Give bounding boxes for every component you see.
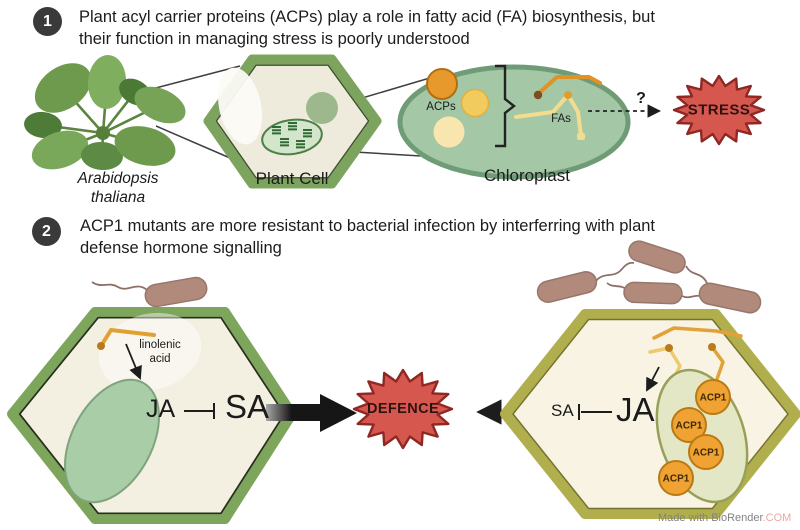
section-1-heading: Plant acyl carrier proteins (ACPs) play … <box>79 7 655 50</box>
acp-circle-orange <box>426 68 458 100</box>
ja-inhibits-sa-tbar <box>184 403 215 419</box>
bacteria-cluster <box>536 240 762 314</box>
heading-line: ACP1 mutants are more resistant to bacte… <box>80 217 656 235</box>
ja-label-wild: JA <box>146 395 176 423</box>
step-1-badge: 1 <box>33 7 62 36</box>
watermark-suffix: .COM <box>762 512 792 524</box>
chloroplast-label: Chloroplast <box>484 166 570 185</box>
defence-burst <box>352 368 454 450</box>
arabidopsis-plant-illustration <box>24 55 186 171</box>
acp1-label: ACP1 <box>663 474 690 485</box>
mutant-cell: ACP1 ACP1 ACP1 ACP1 <box>500 309 800 519</box>
acp1-label: ACP1 <box>676 421 703 432</box>
vacuole-blob <box>217 67 263 145</box>
acps-label: ACPs <box>426 101 456 113</box>
fa-to-ja-arrow <box>646 366 660 392</box>
heading-line: their function in managing stress is poo… <box>79 29 470 48</box>
linolenic-acid-label: linolenic acid <box>139 339 181 365</box>
acp1-label: ACP1 <box>700 393 727 404</box>
grouping-bracket <box>495 64 516 148</box>
ja-inhibits-sa-tbar-mutant <box>578 404 612 420</box>
fas-label: FAs <box>551 113 571 125</box>
linolenic-to-ja-arrow <box>125 343 142 380</box>
plant-cell-illustration <box>203 54 382 189</box>
question-mark: ? <box>636 90 646 107</box>
fatty-acid-chains <box>514 75 602 140</box>
acp1-label: ACP1 <box>693 448 720 459</box>
acp1-proteins: ACP1 ACP1 ACP1 ACP1 <box>658 379 731 496</box>
wild-cell-chloroplast <box>64 378 160 504</box>
step-2-badge: 2 <box>32 217 61 246</box>
nucleus <box>306 92 338 124</box>
sa-label-mutant: SA <box>551 401 574 420</box>
heading-line: defense hormone signalling <box>80 238 282 257</box>
acp-circle-pale <box>433 116 465 148</box>
strong-defence-arrow <box>266 394 357 432</box>
linolenic-acid-chain <box>97 328 156 350</box>
small-chloroplast <box>261 118 323 156</box>
ja-label-mutant: JA <box>616 391 655 428</box>
chloroplast-illustration <box>397 64 662 180</box>
stress-burst <box>672 74 766 146</box>
wild-type-cell <box>7 307 297 524</box>
acp-circle-yellow <box>460 88 490 118</box>
bacterium <box>91 276 208 308</box>
plant-cell-label: Plant Cell <box>255 169 329 188</box>
biorender-watermark: Made with BioRender.COM <box>658 512 791 524</box>
watermark-text: Made with BioRender <box>658 512 763 524</box>
arabidopsis-label: Arabidopsis thaliana <box>77 170 159 206</box>
section-2-heading: ACP1 mutants are more resistant to bacte… <box>80 216 655 259</box>
heading-line: Plant acyl carrier proteins (ACPs) play … <box>79 8 655 26</box>
stress-label: STRESS <box>687 101 751 119</box>
sa-label-wild: SA <box>225 388 270 425</box>
defence-label: DEFENCE <box>366 401 440 417</box>
